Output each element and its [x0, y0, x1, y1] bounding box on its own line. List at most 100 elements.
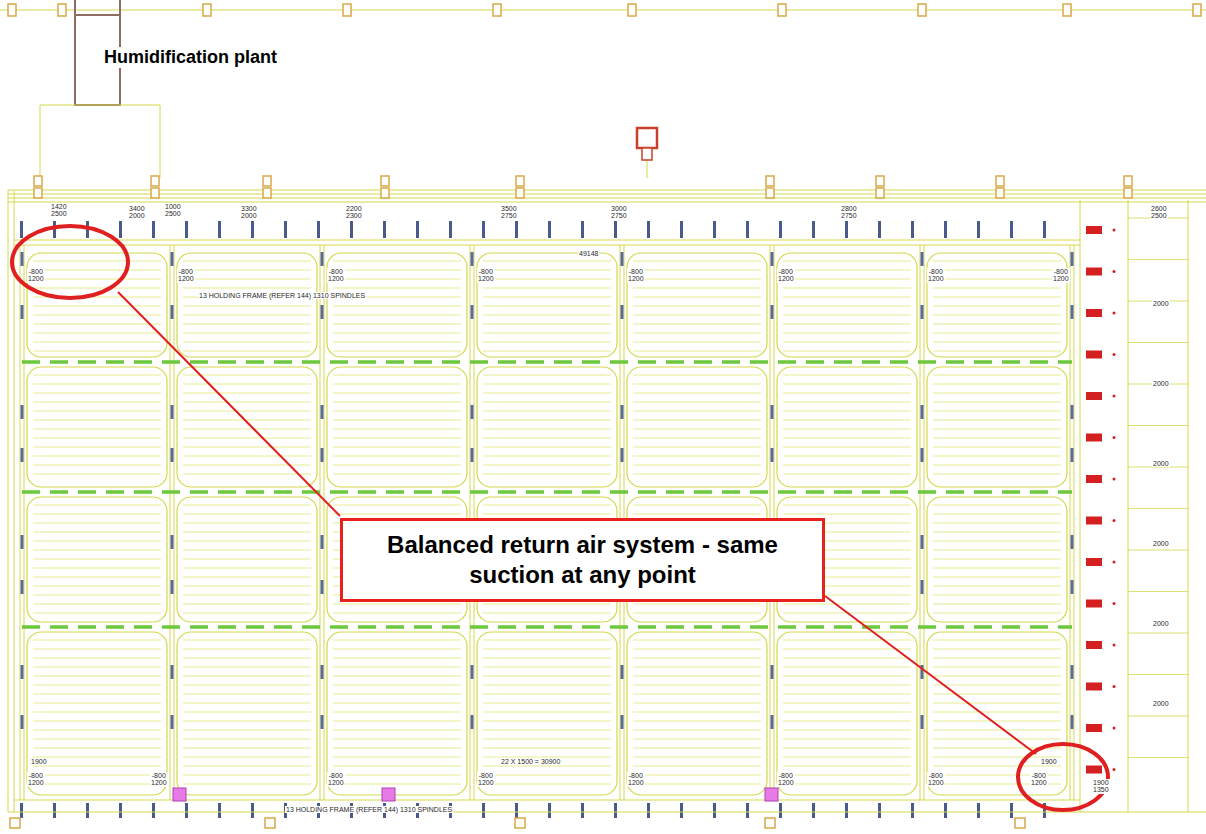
frame-line [783, 306, 911, 307]
frame-line [633, 514, 761, 515]
frame-line [183, 333, 311, 334]
column-symbol [1124, 188, 1132, 198]
dimension-text: 3300 2000 [240, 205, 258, 220]
frame-line [933, 577, 1061, 578]
frame-line [33, 766, 161, 767]
frame-line [183, 757, 311, 758]
frame-line [483, 694, 611, 695]
outlet-symbol [977, 803, 980, 818]
return-grille [771, 305, 774, 319]
frame-line [33, 577, 161, 578]
frame-line [783, 667, 911, 668]
return-grille [21, 405, 24, 419]
frame-line [333, 613, 461, 614]
frame-line [633, 640, 761, 641]
outlet-symbol [680, 221, 683, 238]
frame-outline [27, 632, 167, 795]
dimension-text: 1000 2500 [164, 203, 182, 218]
frame-outline [327, 632, 467, 795]
frame-line [33, 261, 161, 262]
aisle-line [170, 245, 171, 800]
frame-line [183, 523, 311, 524]
dimension-text: 3400 2000 [128, 205, 146, 220]
magenta-unit [765, 788, 778, 801]
frame-line [933, 721, 1061, 722]
frame-line [33, 393, 161, 394]
aisle-line [20, 245, 21, 800]
frame-line [483, 712, 611, 713]
frame-line [933, 279, 1061, 280]
frame-line [483, 315, 611, 316]
frame-outline [627, 253, 767, 357]
frame-line [33, 333, 161, 334]
frame-line [183, 739, 311, 740]
frame-line [33, 676, 161, 677]
dimension-tick [1128, 633, 1188, 634]
frame-outline [477, 632, 617, 795]
frame-line [933, 465, 1061, 466]
column-symbol [765, 818, 775, 828]
return-grille [771, 665, 774, 679]
frame-line [933, 532, 1061, 533]
dimension-text: -800 1200 [27, 772, 45, 787]
frame-line [33, 514, 161, 515]
return-grille [471, 715, 474, 729]
frame-line [933, 712, 1061, 713]
outlet-symbol [614, 221, 617, 238]
frame-line [933, 523, 1061, 524]
column-symbol [516, 188, 524, 198]
frame-line [183, 775, 311, 776]
dimension-text: -800 1200 [477, 268, 495, 283]
frame-line [633, 288, 761, 289]
red-dot [1113, 685, 1116, 688]
frame-line [183, 604, 311, 605]
frame-line [933, 393, 1061, 394]
red-dot [1113, 270, 1116, 273]
return-grille [621, 305, 624, 319]
return-grille [921, 305, 924, 319]
column-symbol [381, 188, 389, 198]
red-dot [1113, 395, 1116, 398]
return-grille [321, 305, 324, 319]
frame-line [183, 577, 311, 578]
frame-line [33, 402, 161, 403]
frame-line [183, 514, 311, 515]
frame-line [633, 694, 761, 695]
frame-line [933, 676, 1061, 677]
callout-box: Balanced return air system - same suctio… [340, 518, 825, 602]
frame-line [33, 465, 161, 466]
frame-line [183, 315, 311, 316]
frame-line [183, 721, 311, 722]
frame-line [783, 712, 911, 713]
frame-line [783, 649, 911, 650]
frame-line [183, 586, 311, 587]
dimension-text: -800 1200 [327, 772, 345, 787]
red-unit [1086, 641, 1102, 649]
dimension-text: -800 1200 [927, 772, 945, 787]
red-dot [1113, 644, 1116, 647]
column-symbol [151, 176, 159, 186]
red-unit [1086, 268, 1102, 276]
frame-line [33, 324, 161, 325]
aisle-line [324, 245, 325, 800]
outlet-symbol [1043, 221, 1046, 238]
return-grille [1071, 448, 1074, 462]
frame-outline [177, 253, 317, 357]
frame-line [783, 685, 911, 686]
frame-line [633, 333, 761, 334]
outlet-symbol [614, 803, 617, 818]
frame-line [933, 649, 1061, 650]
frame-line [783, 676, 911, 677]
frame-line [783, 775, 911, 776]
return-grille [171, 665, 174, 679]
outlet-symbol [548, 803, 551, 818]
return-grille [321, 715, 324, 729]
red-unit [1086, 351, 1102, 359]
frame-line [633, 766, 761, 767]
frame-line [483, 393, 611, 394]
frame-outline [177, 367, 317, 487]
frame-line [483, 640, 611, 641]
frame-line [933, 667, 1061, 668]
frame-line [183, 306, 311, 307]
